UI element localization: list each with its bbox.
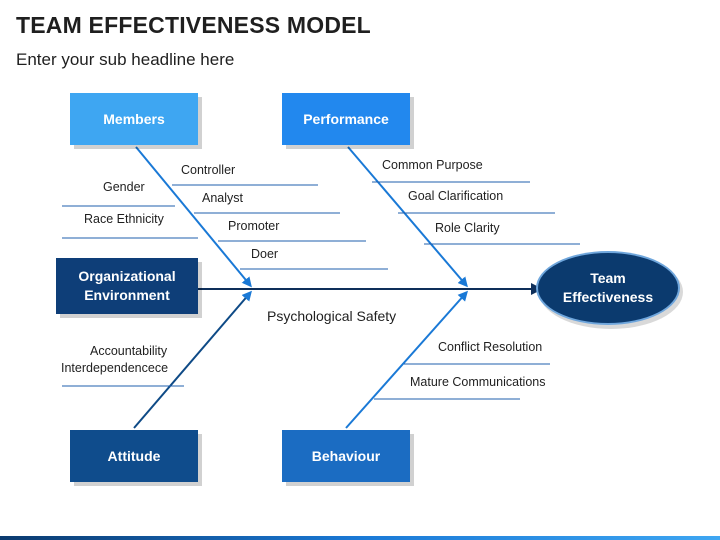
label-accountability: Accountability — [90, 344, 168, 358]
label-interdependence: Interdependencece — [61, 361, 169, 375]
label-analyst: Analyst — [202, 191, 243, 205]
label-race-ethnicity: Race Ethnicity — [84, 212, 164, 226]
label-conflict-resolution: Conflict Resolution — [438, 340, 543, 354]
behaviour-box: Behaviour — [282, 430, 410, 482]
behaviour-bone — [345, 290, 468, 429]
psychological-safety-label: Psychological Safety — [267, 308, 397, 324]
label-common-purpose: Common Purpose — [382, 158, 483, 172]
behaviour-label: Behaviour — [311, 447, 381, 464]
performance-label: Performance — [303, 110, 389, 127]
page-subtitle: Enter your sub headline here — [16, 50, 235, 69]
label-mature-communications: Mature Communications — [410, 375, 546, 389]
team-effectiveness-label: Team Effectiveness — [562, 270, 654, 305]
attitude-label: Attitude — [107, 447, 161, 464]
performance-box: Performance — [282, 93, 410, 145]
page-title: TEAM EFFECTIVENESS MODEL — [16, 12, 371, 38]
label-goal-clarification: Goal Clarification — [408, 189, 504, 203]
performance-bone — [347, 146, 468, 288]
label-doer: Doer — [251, 247, 279, 261]
label-promoter: Promoter — [228, 219, 280, 233]
label-gender: Gender — [103, 180, 145, 194]
attitude-bone — [133, 290, 252, 429]
label-role-clarity: Role Clarity — [435, 221, 500, 235]
label-controller: Controller — [181, 163, 236, 177]
members-box: Members — [70, 93, 198, 145]
members-bone — [135, 146, 252, 288]
organizational-environment-box: Organizational Environment — [56, 258, 198, 314]
team-effectiveness-ellipse: Team Effectiveness — [538, 253, 678, 323]
bottom-accent-bar — [0, 536, 720, 540]
attitude-box: Attitude — [70, 430, 198, 482]
members-label: Members — [103, 110, 165, 127]
organizational-environment-label: Organizational Environment — [78, 268, 176, 303]
